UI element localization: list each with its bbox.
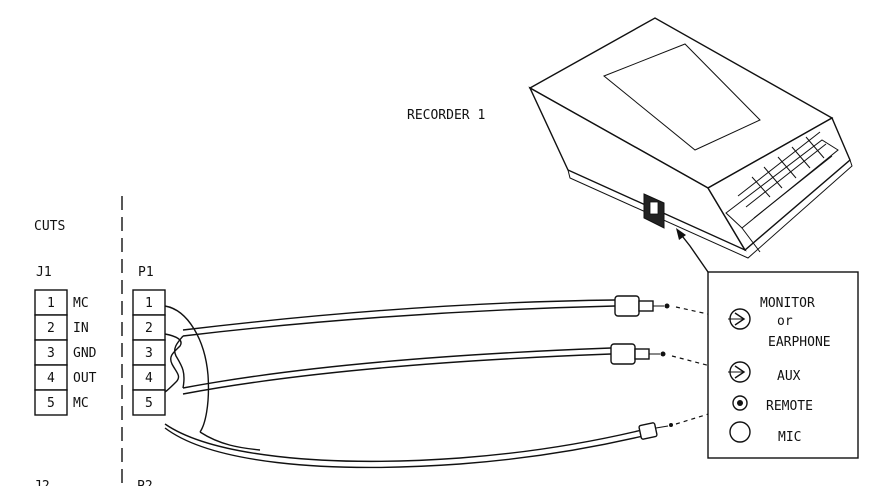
remote-insert-line xyxy=(675,407,729,425)
recorder-keys xyxy=(725,131,839,253)
plug-pin-1: 1 xyxy=(132,289,166,316)
jack-pin-name: MC xyxy=(73,296,89,311)
cuts-label: CUTS xyxy=(34,219,65,234)
recorder-jack-panel-callout: MONITOR or EARPHONE AUX REMOTE MIC xyxy=(707,271,859,459)
p2-label: P2 xyxy=(137,479,153,486)
jack-pin-name: GND xyxy=(73,346,97,361)
plug-pin-number: 5 xyxy=(145,396,153,411)
aux-jack-icon xyxy=(728,361,751,383)
plug-pin-box xyxy=(132,314,166,341)
plug-pin-box xyxy=(132,289,166,316)
aux-insert-line xyxy=(671,355,727,371)
j2-label: J2 xyxy=(34,479,50,486)
aux-label: AUX xyxy=(777,369,801,384)
jack-pin-1: 1 MC xyxy=(34,289,89,316)
plug-pin-number: 2 xyxy=(145,321,153,336)
monitor-plug xyxy=(614,295,670,317)
jack-pin-box xyxy=(34,314,68,341)
remote-plug xyxy=(638,422,673,440)
plug-p1-pins: 1 2 3 4 5 xyxy=(132,289,166,416)
plug-pin-number: 1 xyxy=(145,296,153,311)
aux-plug xyxy=(610,343,666,365)
jack-pin-number: 3 xyxy=(47,346,55,361)
remote-label: REMOTE xyxy=(766,399,813,414)
plug-pin-number: 3 xyxy=(145,346,153,361)
cables xyxy=(164,299,644,469)
remote-jack-icon xyxy=(732,395,748,411)
jack-pin-box xyxy=(34,289,68,316)
plug-pin-2: 2 xyxy=(132,314,166,341)
mic-jack-icon xyxy=(729,421,751,443)
callout-arrow xyxy=(676,228,709,273)
jack-pin-box xyxy=(34,389,68,416)
mic-label: MIC xyxy=(778,430,801,445)
recorder-label: RECORDER 1 xyxy=(407,108,485,123)
monitor-label-line1: MONITOR xyxy=(760,296,815,311)
jack-pin-name: MC xyxy=(73,396,89,411)
jack-pin-number: 4 xyxy=(47,371,55,386)
jack-pin-5: 5 MC xyxy=(34,389,89,416)
jack-pin-box xyxy=(34,364,68,391)
jack-pin-name: OUT xyxy=(73,371,97,386)
j1-label: J1 xyxy=(36,265,52,280)
jack-pin-name: IN xyxy=(73,321,89,336)
monitor-label-line3: EARPHONE xyxy=(768,335,831,350)
cassette-recorder-illustration xyxy=(528,17,853,259)
p1-label: P1 xyxy=(138,265,154,280)
jack-pin-box xyxy=(34,339,68,366)
plug-pin-5: 5 xyxy=(132,389,166,416)
plug-pin-4: 4 xyxy=(132,364,166,391)
jack-pin-2: 2 IN xyxy=(34,314,89,341)
plug-pin-number: 4 xyxy=(145,371,153,386)
plug-pin-box xyxy=(132,339,166,366)
jack-pin-number: 5 xyxy=(47,396,55,411)
jack-pin-number: 1 xyxy=(47,296,55,311)
jack-pin-3: 3 GND xyxy=(34,339,97,366)
jack-pin-number: 2 xyxy=(47,321,55,336)
jack-pin-4: 4 OUT xyxy=(34,364,97,391)
monitor-label-line2: or xyxy=(777,314,793,329)
monitor-jack-icon xyxy=(728,308,751,330)
plug-pin-3: 3 xyxy=(132,339,166,366)
plug-pin-box xyxy=(132,389,166,416)
